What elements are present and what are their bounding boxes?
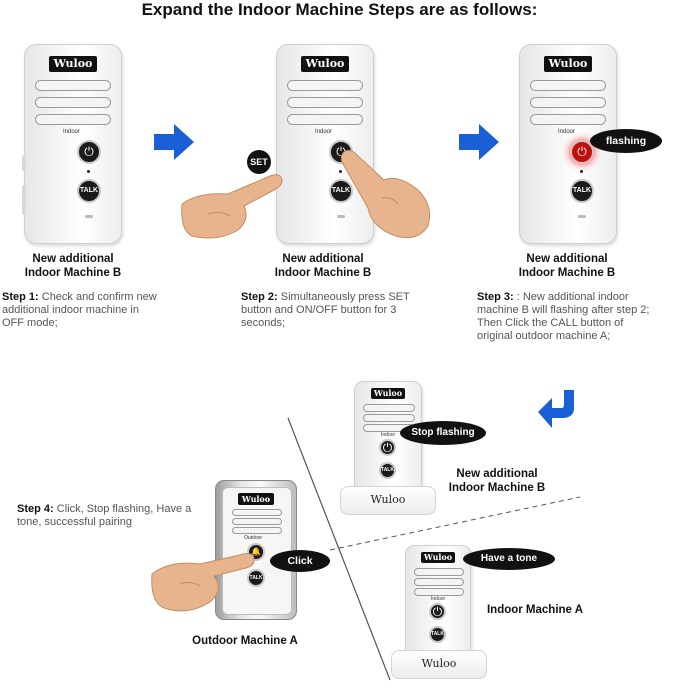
device-label-b-bottom: New additional Indoor Machine B	[448, 468, 546, 494]
curved-arrow-icon	[538, 390, 574, 428]
indoor-label: Indoor	[431, 596, 446, 602]
indoor-machine-b-set: Wuloo Indoor TALK	[276, 44, 374, 244]
indoor-machine-b-flashing: Wuloo Indoor TALK	[519, 44, 617, 244]
device-label-b: New additional Indoor Machine B	[518, 253, 616, 279]
charging-base: Wuloo	[391, 650, 487, 679]
indoor-machine-b-off: Wuloo Indoor TALK	[22, 44, 122, 244]
step-2-text: Step 2: Simultaneously press SET button …	[241, 291, 410, 329]
device-label-indoor-a: Indoor Machine A	[486, 604, 584, 616]
power-button-icon[interactable]	[429, 603, 446, 620]
set-badge: SET	[247, 150, 271, 174]
hand-right-icon	[340, 149, 431, 239]
indoor-label: Indoor	[381, 432, 396, 438]
step-3-text: Step 3: : New additional indoor machine …	[477, 291, 650, 342]
brand-logo: Wuloo	[238, 493, 274, 505]
talk-button[interactable]: TALK	[77, 179, 101, 203]
talk-button[interactable]: TALK	[429, 626, 446, 643]
base-brand: Wuloo	[370, 493, 406, 506]
device-label-b: New additional Indoor Machine B	[24, 253, 122, 279]
talk-button[interactable]: TALK	[247, 569, 265, 587]
brand-logo: Wuloo	[421, 552, 455, 563]
outdoor-machine-a: Wuloo Outdoor 🔔 TALK	[215, 480, 297, 620]
brand-logo: Wuloo	[371, 388, 405, 399]
indoor-label: Indoor	[558, 129, 576, 135]
talk-button[interactable]: TALK	[379, 462, 396, 479]
indoor-label: Indoor	[63, 129, 81, 135]
stop-flashing-badge: Stop flashing	[400, 421, 486, 445]
power-button-icon[interactable]	[379, 439, 396, 456]
flashing-badge: flashing	[590, 129, 662, 153]
have-tone-badge: Have a tone	[463, 548, 555, 570]
hand-left-icon	[181, 174, 283, 239]
click-badge: Click	[270, 550, 330, 572]
page-title: Expand the Indoor Machine Steps are as f…	[141, 0, 538, 19]
indoor-machine-a-docked: Wuloo Indoor TALK	[405, 545, 471, 657]
indoor-label: Indoor	[315, 129, 333, 135]
talk-button[interactable]: TALK	[570, 179, 594, 203]
brand-logo: Wuloo	[49, 56, 97, 72]
power-button-icon[interactable]	[77, 140, 101, 164]
arrow-right-icon	[459, 124, 499, 160]
brand-logo: Wuloo	[301, 56, 349, 72]
step-1-text: Step 1: Check and confirm new additional…	[2, 291, 157, 329]
device-label-b: New additional Indoor Machine B	[274, 253, 372, 279]
step-4-text: Step 4: Click, Stop flashing, Have a ton…	[17, 503, 192, 528]
talk-button[interactable]: TALK	[329, 179, 353, 203]
base-brand: Wuloo	[421, 657, 457, 670]
hand-pointing-icon	[151, 553, 255, 612]
brand-logo: Wuloo	[544, 56, 592, 72]
charging-base: Wuloo	[340, 486, 436, 515]
arrow-right-icon	[154, 124, 194, 160]
device-label-outdoor-a: Outdoor Machine A	[192, 635, 298, 647]
power-button-flashing-icon[interactable]	[570, 140, 594, 164]
outdoor-label: Outdoor	[244, 535, 263, 541]
